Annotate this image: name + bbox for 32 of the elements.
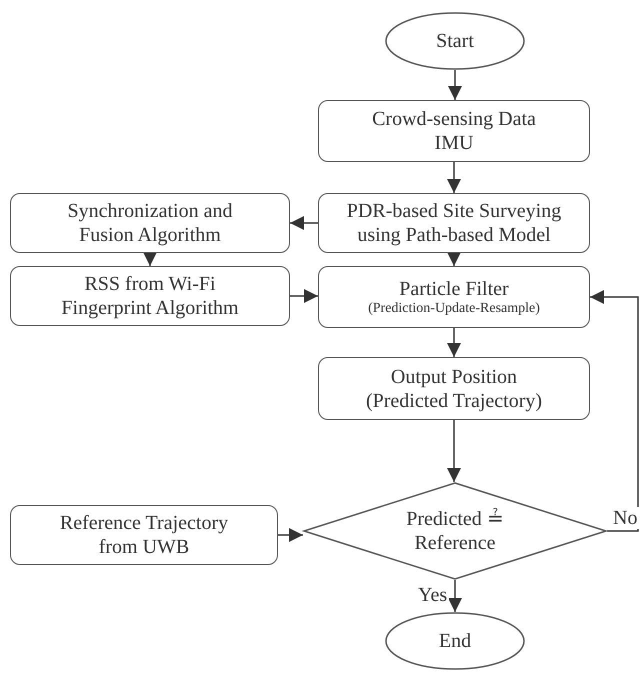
process-box [10,266,290,326]
arrow [447,162,461,193]
node-label: Predicted ≟ Reference [405,507,505,555]
node-label: (Predicted Trajectory) [366,388,542,412]
node-label: PDR-based Site Surveying using Path-based Model [346,199,562,247]
arrow [290,216,318,230]
arrow [448,580,462,612]
process-box [318,100,590,162]
edge-label: No [611,507,640,529]
process-box [10,193,290,253]
node-label: Start [436,29,474,53]
arrow [448,70,462,100]
node-label: Particle Filter [399,276,509,301]
process-box [318,357,590,420]
node-label: End [438,629,472,653]
arrow [290,289,318,303]
node-label: Reference Trajectory from UWB [58,511,230,559]
arrow [278,528,303,542]
arrow [590,290,639,532]
node-label: Output Position [390,364,518,388]
arrow [447,252,461,266]
arrow [447,420,461,482]
subtitle-text: (Prediction-Update-Resample) [368,300,540,318]
process-box [318,266,590,328]
process-box [10,505,278,565]
node-label: Crowd-sensing Data [372,107,536,131]
node-label: Synchronization and Fusion Algorithm [66,199,234,247]
node-label: RSS from Wi-Fi Fingerprint Algorithm [60,272,240,320]
arrow [447,328,461,357]
arrow [143,252,157,266]
node-label: IMU [434,131,474,155]
process-box [318,193,590,253]
